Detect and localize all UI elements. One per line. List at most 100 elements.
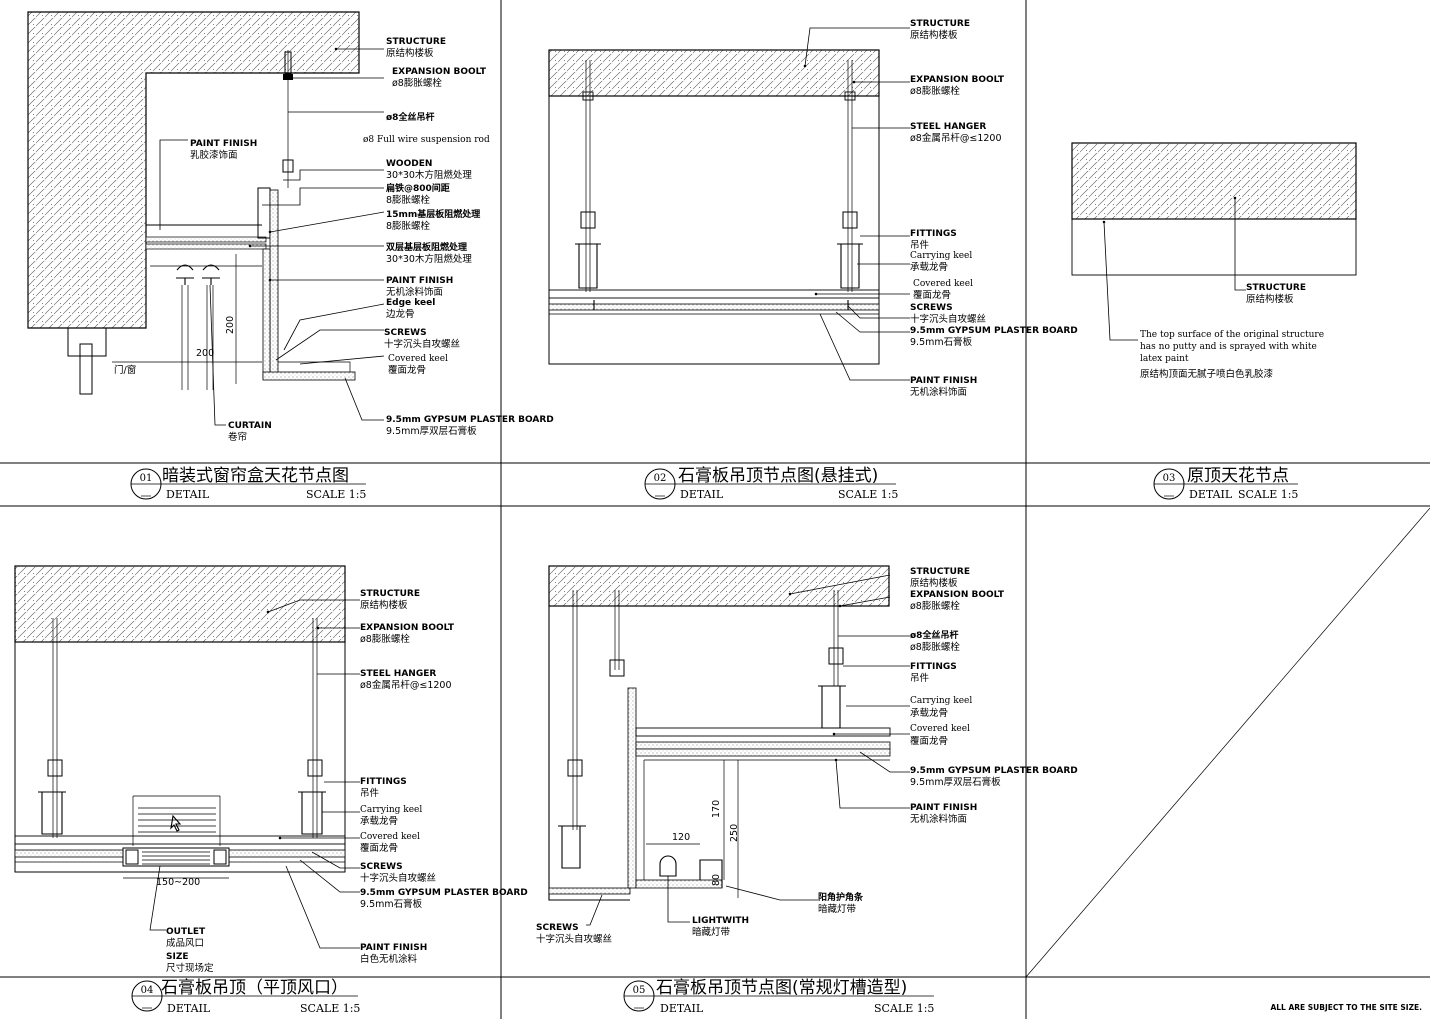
p5-expansion-en: EXPANSION BOOLT [910,590,1005,600]
p2-gypsum-cn: 9.5mm石膏板 [910,336,973,348]
p1-gypsum-cn: 9.5mm厚双层石膏板 [386,425,477,437]
p3-note-cn: 原结构顶面无腻子喷白色乳胶漆 [1140,368,1274,380]
p4-size-cn: 尺寸现场定 [166,962,214,974]
panel-02-leaders [803,27,910,381]
p1-paint-cn: 乳胶漆饰面 [190,149,238,161]
p2-carrying-en: Carrying keel [910,251,972,261]
p5-gypsum-cn: 9.5mm厚双层石膏板 [910,776,1001,788]
p3-num: 03 [1163,473,1176,484]
p3-structure-cn: 原结构楼板 [1246,293,1294,305]
panel-03-leaders [1102,196,1246,341]
panel-01-leaders [159,47,385,426]
p2-structure-cn: 原结构楼板 [910,29,958,41]
panel-04-labels: STRUCTURE 原结构楼板 EXPANSION BOOLT ø8膨胀螺栓 S… [156,589,528,974]
p5-detail: DETAIL [660,1002,704,1015]
p2-detail: DETAIL [680,488,724,501]
p2-structure-en: STRUCTURE [910,19,970,29]
p1-base-cn: 8膨胀螺栓 [386,220,431,232]
p1-title: 暗装式窗帘盒天花节点图 [162,466,349,486]
p1-base-en: 15mm基层板阻燃处理 [386,208,480,220]
p1-scale: SCALE 1:5 [306,488,366,501]
p5-corner-en: 阳角护角条 [818,891,864,903]
p5-corner-cn: 暗藏灯带 [818,903,857,915]
p1-expansion-cn: ø8膨胀螺栓 [392,77,442,89]
title-block-04: 04 石膏板吊顶（平顶风口） DETAIL SCALE 1:5 [131,977,360,1015]
p5-carrying-en: Carrying keel [910,696,972,706]
p3-detail: DETAIL [1189,488,1233,501]
p4-screws-cn: 十字沉头自攻螺丝 [360,872,436,884]
p1-structure-en: STRUCTURE [386,37,446,47]
panel-05-drawing [548,565,891,901]
p1-flat-cn: 8膨胀螺栓 [386,194,431,206]
p4-expansion-en: EXPANSION BOOLT [360,623,455,633]
p5-covered-cn: 覆面龙骨 [910,735,948,747]
p3-note-line2: has no putty and is sprayed with white [1140,342,1317,352]
p5-num: 05 [633,985,646,996]
p1-rod-cn: ø8 Full wire suspension rod [363,135,490,145]
p4-structure-en: STRUCTURE [360,589,420,599]
p2-carrying-cn: 承载龙骨 [910,261,948,273]
p1-edge-en: Edge keel [386,298,435,308]
p5-dim-170: 170 [711,800,722,818]
p4-hanger-en: STEEL HANGER [360,669,436,679]
panel-05-leaders [586,574,910,926]
p4-detail: DETAIL [167,1002,211,1015]
p1-covered-en: Covered keel [388,354,448,364]
title-block-02: 02 石膏板吊顶节点图(悬挂式) DETAIL SCALE 1:5 [644,465,898,501]
p5-covered-en: Covered keel [910,724,970,734]
p2-expansion-cn: ø8膨胀螺栓 [910,85,960,97]
panel-03-labels: STRUCTURE 原结构楼板 The top surface of the o… [1140,283,1324,380]
p4-screws-en: SCREWS [360,862,403,872]
p5-title: 石膏板吊顶节点图(常规灯槽造型) [656,977,907,998]
footer-site-size-note: ALL ARE SUBJECT TO THE SITE SIZE. [1270,1003,1422,1012]
p5-structure-cn: 原结构楼板 [910,577,958,589]
p4-fittings-cn: 吊件 [360,787,380,799]
p4-outlet-cn: 成品风口 [166,937,204,949]
p1-flat-en: 扁铁@800间距 [386,182,450,194]
p4-hanger-cn: ø8金属吊杆@≤1200 [360,679,452,691]
p5-screws-cn: 十字沉头自攻螺丝 [536,933,612,945]
p4-gypsum-en: 9.5mm GYPSUM PLASTER BOARD [360,888,528,898]
p5-paint-en: PAINT FINISH [910,803,977,813]
p2-expansion-en: EXPANSION BOOLT [910,75,1005,85]
p5-rod-cn: ø8膨胀螺栓 [910,641,960,653]
p4-carrying-cn: 承载龙骨 [360,815,398,827]
p2-screws-cn: 十字沉头自攻螺丝 [910,313,986,325]
p2-covered-en: Covered keel [913,279,973,289]
p1-double-en: 双层基层板阻燃处理 [386,241,467,253]
p4-carrying-en: Carrying keel [360,805,422,815]
panel-04-leaders [149,599,360,949]
panel-02-labels: STRUCTURE 原结构楼板 EXPANSION BOOLT ø8膨胀螺栓 S… [910,19,1078,398]
p1-screws-en: SCREWS [384,328,427,338]
p5-dim-80: 80 [711,874,722,886]
p1-door-label: 门/窗 [114,364,136,376]
p1-dim-200h: 200 [196,348,214,359]
p5-screws-en: SCREWS [536,923,579,933]
p2-fittings-cn: 吊件 [910,239,930,251]
p5-scale: SCALE 1:5 [874,1002,934,1015]
p3-title: 原顶天花节点 [1187,466,1289,486]
p3-note-line1: The top surface of the original structur… [1140,330,1324,340]
p4-paint-en: PAINT FINISH [360,943,427,953]
p1-paint2-en: PAINT FINISH [386,276,453,286]
p4-paint-cn: 白色无机涂料 [360,953,418,965]
p4-covered-cn: 覆面龙骨 [360,842,398,854]
p5-structure-en: STRUCTURE [910,567,970,577]
p1-wooden-en: WOODEN [386,159,432,169]
p1-dim-200v: 200 [225,316,236,334]
p1-detail: DETAIL [166,488,210,501]
p2-gypsum-en: 9.5mm GYPSUM PLASTER BOARD [910,326,1078,336]
p2-paint-cn: 无机涂料饰面 [910,386,967,398]
panel-01-labels: STRUCTURE 原结构楼板 EXPANSION BOOLT ø8膨胀螺栓 ø… [114,37,554,443]
p4-fittings-en: FITTINGS [360,777,407,787]
p2-scale: SCALE 1:5 [838,488,898,501]
p1-paint2-cn: 无机涂料饰面 [386,286,443,298]
p2-fittings-en: FITTINGS [910,229,957,239]
p1-screws-cn: 十字沉头自攻螺丝 [384,338,460,350]
p1-num: 01 [140,473,153,484]
p5-rod-en: ø8全丝吊杆 [910,629,958,641]
p2-covered-cn: 覆面龙骨 [913,289,951,301]
panel-02-drawing [548,49,880,365]
p2-hanger-en: STEEL HANGER [910,122,986,132]
p3-structure-en: STRUCTURE [1246,283,1306,293]
